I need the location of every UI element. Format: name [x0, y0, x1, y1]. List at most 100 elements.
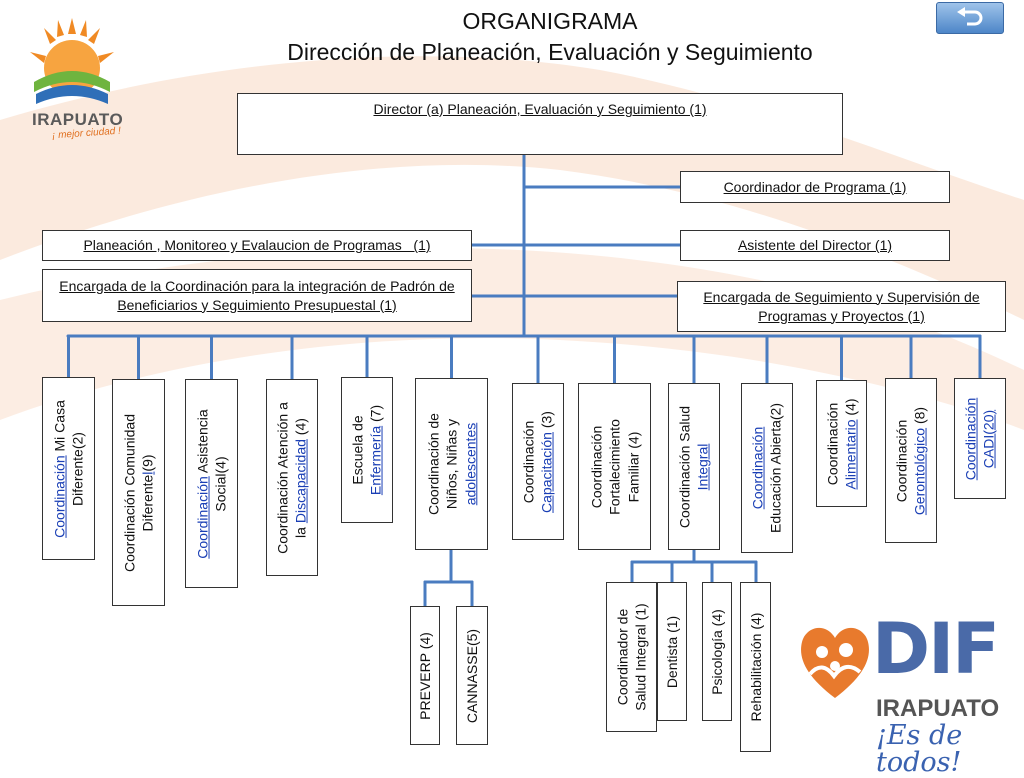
unit-label-line: Capacitación (3) [538, 411, 556, 513]
sub-unit-text: PREVERP (4) [416, 631, 433, 720]
unit-link[interactable]: Enfermería [368, 425, 384, 496]
unit-text: (7) [368, 404, 384, 426]
unit-link[interactable]: Coordinación [749, 426, 766, 510]
sub-unit-label: Dentista (1) [663, 615, 681, 687]
planeacion-box: Planeación , Monitoreo y Evalaucion de P… [42, 230, 472, 261]
sub-unit-text: Salud Integral (1) [632, 603, 649, 711]
unit-label-line: Coordinación Comunidad [120, 414, 138, 572]
unit-link[interactable]: 20 [981, 413, 997, 430]
unit-text: Familiar (4) [624, 431, 641, 502]
unit-text: Coordinación Comunidad [121, 413, 138, 572]
unit-label-line: Social(4) [212, 409, 230, 558]
unit-label-line: Coordinación [587, 419, 605, 515]
unit-label-line: Coordinación de [424, 413, 442, 515]
unit-label-line: Coordinación [893, 406, 911, 514]
unit-link[interactable]: Alimentario [842, 418, 859, 490]
sub-unit-label: Psicología (4) [708, 609, 726, 695]
unit-text: Diferente [139, 474, 156, 532]
asistente-label: Asistente del Director (1) [737, 237, 893, 254]
unit-link[interactable]: ) [981, 409, 997, 414]
sub-unit-label: PREVERP (4) [416, 632, 434, 720]
sub-unit-text: CANNASSE(5) [463, 628, 480, 723]
unit-link[interactable]: CADI( [981, 429, 997, 468]
irapuato-sun-logo [30, 18, 114, 104]
unit-link[interactable]: Integral [695, 443, 711, 490]
unit-text: Coordinación [587, 425, 604, 508]
unit-label-line: adolescentes [461, 413, 479, 515]
unit-text: Diferente(2) [69, 431, 86, 506]
unit-label-line: Fortalecimiento [605, 419, 623, 515]
unit-text: Coordinación Atención a [274, 401, 291, 554]
unit-label-line: Alimentario (4) [842, 398, 860, 489]
sub-unit-label-line: Psicología (4) [708, 609, 726, 695]
unit-link[interactable]: Capacitación [539, 431, 555, 513]
sub-unit-label-line: PREVERP (4) [416, 632, 434, 720]
unit-label-line: Escuela de [349, 405, 367, 495]
unit-label-line: Diferentel(9) [139, 414, 157, 572]
unit-text: (8) [912, 406, 928, 428]
unit-text: Escuela de [349, 415, 366, 485]
unit-link[interactable]: Gerontológico [912, 427, 928, 515]
sub-unit-label-line: Coordinador de [613, 603, 631, 710]
unit-text: Coordinación Salud [676, 405, 693, 528]
unit-label-line: Niños, Niñas y [442, 413, 460, 515]
sub-unit-text: Rehabilitación (4) [747, 612, 764, 722]
back-button[interactable] [936, 2, 1004, 34]
sub-unit-label-line: Dentista (1) [663, 615, 681, 687]
unit-text: Coordinación [824, 402, 841, 485]
unit-label-line: Coordinación [962, 397, 980, 480]
unit-text: Coordinación [893, 419, 910, 502]
unit-link[interactable]: Coordinación [51, 454, 68, 538]
unit-link[interactable]: Discapacidad [293, 438, 309, 523]
unit-label-line: Coordinación Salud [676, 405, 694, 527]
encargada-seguimiento-box: Encargada de Seguimiento y Supervisión d… [677, 281, 1006, 332]
dif-city-wordmark: IRAPUATO [876, 695, 1000, 722]
unit-link[interactable]: Coordinación [194, 475, 211, 559]
encargada-padron-label: Encargada de la Coordinación para la int… [59, 277, 455, 313]
dif-heart-logo [801, 627, 869, 698]
unit-label-line: Educación Abierta(2) [767, 403, 785, 533]
unit-label-line: Coordinación Mi Casa [50, 400, 68, 538]
unit-label-line: Coordinación [749, 403, 767, 533]
sub-unit-label-line: Rehabilitación (4) [746, 613, 764, 722]
unit-text: Coordinación [520, 420, 537, 503]
sub-unit-text: Dentista (1) [663, 615, 680, 688]
sub-unit-box: Rehabilitación (4) [740, 582, 771, 752]
director-label: Director (a) Planeación, Evaluación y Se… [373, 101, 707, 117]
sub-unit-text: Coordinador de [614, 608, 631, 706]
dif-wordmark: DIF [872, 608, 1000, 690]
director-box: Director (a) Planeación, Evaluación y Se… [237, 93, 843, 155]
unit-label-line: CADI(20) [980, 397, 998, 480]
asistente-box: Asistente del Director (1) [680, 230, 950, 261]
sub-unit-box: CANNASSE(5) [456, 606, 488, 745]
unit-label-line: Integral [694, 405, 712, 527]
page-title: ORGANIGRAMA Dirección de Planeación, Eva… [200, 6, 900, 68]
unit-text: (4) [293, 417, 309, 439]
coordinador-programa-label: Coordinador de Programa (1) [723, 178, 907, 195]
encargada-seguimiento-label: Encargada de Seguimiento y Supervisión d… [703, 288, 980, 324]
unit-label-line: Diferente(2) [69, 400, 87, 538]
unit-text: Coordinación de [424, 413, 441, 515]
unit-link[interactable]: Coordinación [962, 397, 979, 480]
sub-unit-box: Dentista (1) [657, 582, 687, 721]
unit-text: Asistencia [194, 408, 211, 476]
unit-link[interactable]: adolescentes [461, 422, 478, 506]
sub-unit-label: CANNASSE(5) [463, 628, 481, 722]
